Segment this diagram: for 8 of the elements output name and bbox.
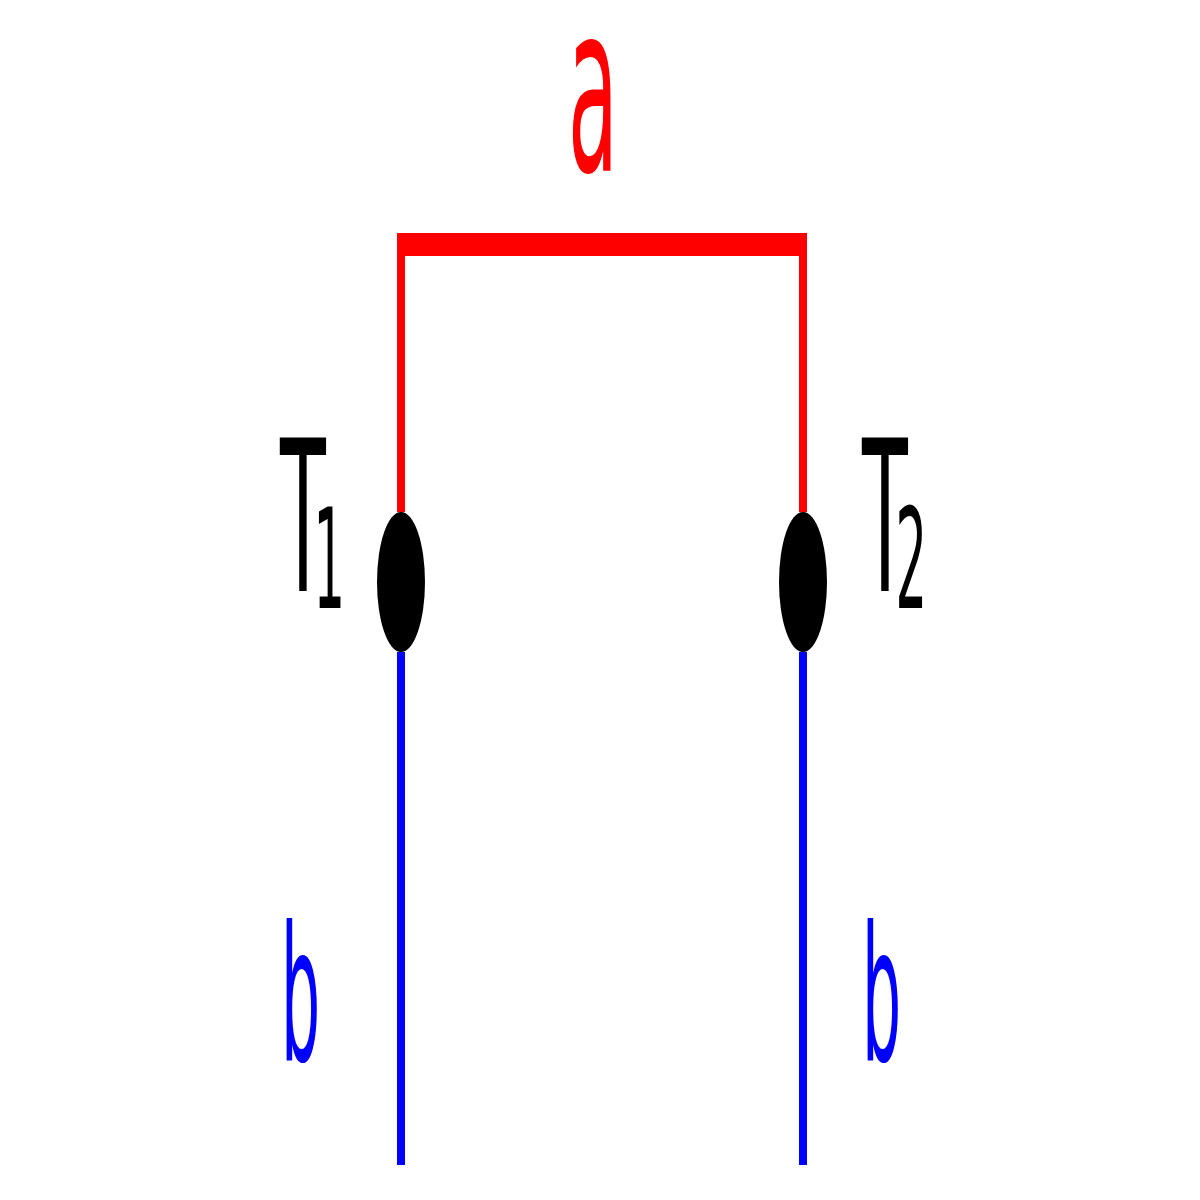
- edge-label: b: [862, 911, 902, 1080]
- bracket-connector: [397, 233, 807, 512]
- edge-label: a: [568, 1, 618, 178]
- connector-line: [799, 652, 807, 1165]
- node-label: T$_{1}$: [280, 424, 345, 613]
- edge-label: b: [281, 911, 321, 1080]
- node-label: T$_{2}$: [862, 424, 927, 613]
- connector-line: [397, 652, 405, 1165]
